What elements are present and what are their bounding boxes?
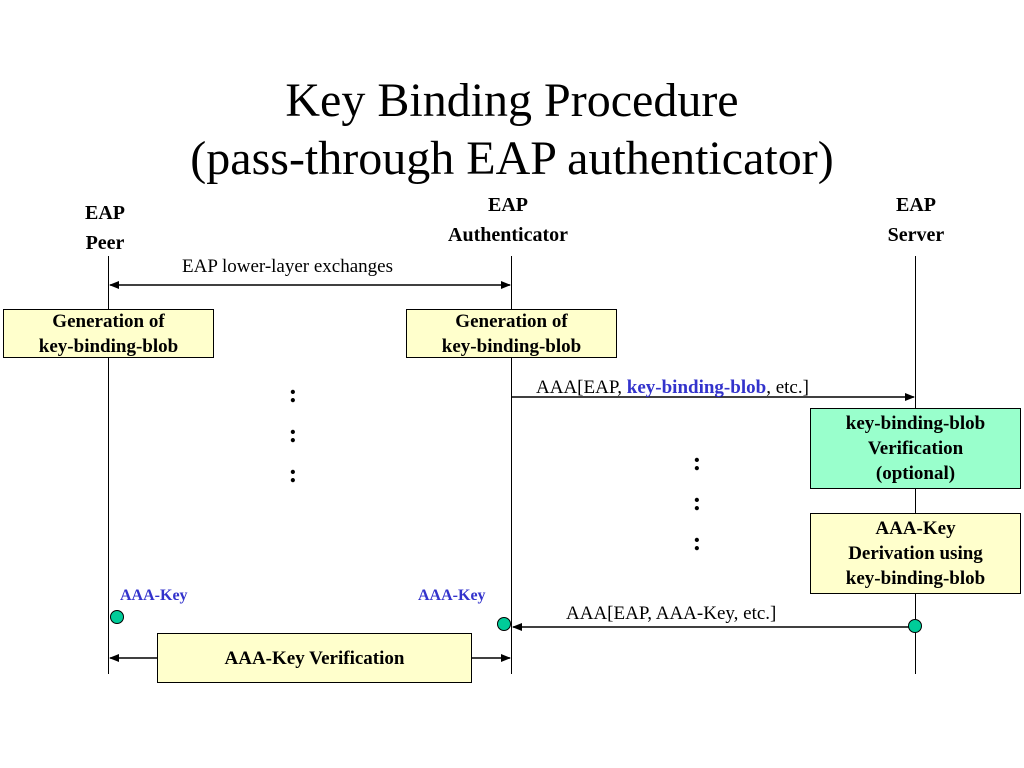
label-aaa-request-highlight: key-binding-blob	[626, 377, 767, 398]
label-aaa-request-prefix: AAA[EAP,	[536, 377, 627, 398]
aaa-key-node-server	[908, 619, 922, 633]
box-key-verification-label: AAA-Key Verification	[224, 647, 405, 669]
ellipsis-dot: :	[692, 487, 702, 516]
entity-peer-line-1: EAP	[85, 202, 125, 224]
key-label-authenticator: AAA-Key	[418, 587, 486, 604]
label-aaa-request: AAA[EAP, key-binding-blob, etc.]	[536, 377, 809, 399]
entity-eap-peer: EAP Peer	[70, 198, 140, 258]
entity-authenticator-line-2: Authenticator	[448, 224, 568, 246]
aaa-key-node-peer	[110, 610, 124, 624]
entity-eap-authenticator: EAP Authenticator	[418, 190, 598, 250]
lifeline-authenticator	[511, 256, 512, 674]
label-aaa-response: AAA[EAP, AAA-Key, etc.]	[566, 603, 777, 624]
slide-title: Key Binding Procedure (pass-through EAP …	[0, 72, 1024, 188]
box-key-verification: AAA-Key Verification	[157, 633, 472, 683]
box-server-derivation-line-1: AAA-Key	[875, 518, 956, 539]
box-server-verification-line-1: key-binding-blob	[845, 413, 986, 434]
box-server-derivation-line-2: Derivation using	[848, 543, 983, 564]
entity-peer-line-2: Peer	[85, 232, 125, 254]
box-server-verification-line-2: Verification	[867, 438, 964, 459]
label-aaa-request-suffix: , etc.]	[766, 377, 809, 398]
title-line-1: Key Binding Procedure	[285, 74, 739, 127]
entity-authenticator-line-1: EAP	[488, 194, 528, 216]
entity-server-line-2: Server	[887, 224, 945, 246]
ellipsis-server-side: : : :	[687, 442, 707, 562]
box-auth-generation-line-2: key-binding-blob	[441, 335, 582, 357]
entity-eap-server: EAP Server	[866, 190, 966, 250]
title-line-2: (pass-through EAP authenticator)	[190, 132, 834, 185]
box-peer-generation-line-1: Generation of	[52, 310, 165, 332]
box-peer-generation: Generation of key-binding-blob	[3, 309, 214, 358]
ellipsis-dot: :	[288, 459, 298, 488]
box-authenticator-generation: Generation of key-binding-blob	[406, 309, 617, 358]
label-lower-layer-exchanges: EAP lower-layer exchanges	[182, 256, 393, 277]
box-server-verification: key-binding-blob Verification (optional)	[810, 408, 1021, 489]
lifeline-peer	[108, 256, 109, 674]
entity-server-line-1: EAP	[896, 194, 936, 216]
ellipsis-dot: :	[692, 527, 702, 556]
key-label-peer: AAA-Key	[120, 587, 188, 604]
ellipsis-peer-side: : : :	[283, 374, 303, 494]
box-server-derivation-line-3: key-binding-blob	[845, 568, 986, 589]
ellipsis-dot: :	[288, 419, 298, 448]
ellipsis-dot: :	[288, 379, 298, 408]
box-server-derivation: AAA-Key Derivation using key-binding-blo…	[810, 513, 1021, 594]
box-auth-generation-line-1: Generation of	[455, 310, 568, 332]
ellipsis-dot: :	[692, 447, 702, 476]
aaa-key-node-authenticator	[497, 617, 511, 631]
box-peer-generation-line-2: key-binding-blob	[38, 335, 179, 357]
box-server-verification-line-3: (optional)	[875, 463, 956, 484]
